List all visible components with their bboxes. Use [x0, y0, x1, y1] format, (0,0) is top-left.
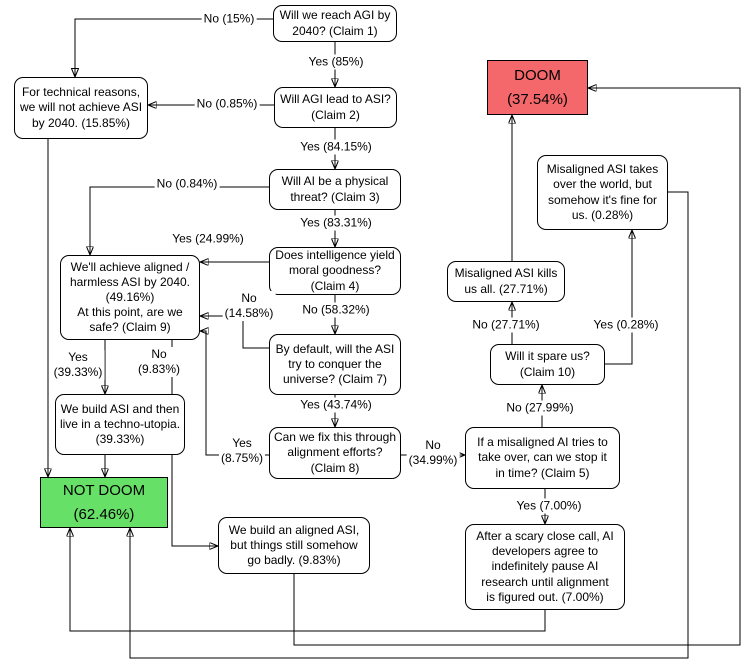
- node-terminal-doom: DOOM (37.54%): [487, 60, 588, 115]
- node-claim-8-alignment-efforts: Can we fix this through alignment effort…: [269, 427, 401, 479]
- node-outcome-techno-utopia: We build ASI and then live in a techno-u…: [55, 394, 185, 455]
- node-outcome-kills-us-all: Misaligned ASI kills us all. (27.71%): [447, 261, 565, 302]
- edge-label-claim9-no: No (9.83%): [135, 347, 183, 377]
- edge-label-claim8-yes: Yes (8.75%): [218, 436, 266, 466]
- node-claim-10-spare-us: Will it spare us? (Claim 10): [490, 344, 605, 385]
- node-outcome-pause-research: After a scary close call, AI developers …: [465, 524, 625, 610]
- edge-label-claim9-yes: Yes (39.33%): [51, 350, 105, 380]
- node-outcome-takes-over-fine: Misaligned ASI takes over the world, but…: [537, 155, 668, 230]
- edge-label-claim7-yes: Yes (43.74%): [298, 397, 374, 413]
- edge-label-claim3-no: No (0.84%): [154, 176, 220, 192]
- edge-label-claim2-yes: Yes (84.15%): [298, 139, 374, 155]
- edge-pause-to-not-doom: [70, 528, 546, 632]
- node-claim-2-agi-to-asi: Will AGI lead to ASI? (Claim 2): [274, 87, 397, 128]
- edge-claim1-no-to-tech-reasons: [75, 18, 273, 77]
- node-claim-4-moral-goodness: Does intelligence yield moral goodness? …: [269, 247, 401, 295]
- node-outcome-technical-reasons: For technical reasons, we will not achie…: [14, 77, 148, 139]
- node-outcome-goes-badly: We build an aligned ASI, but things stil…: [218, 517, 370, 574]
- edge-label-claim10-yes: Yes (0.28%): [591, 317, 661, 333]
- node-claim-9-aligned-asi-safe: We'll achieve aligned / harmless ASI by …: [60, 255, 200, 340]
- edge-label-claim1-no: No (15%): [201, 11, 257, 27]
- edge-label-claim7-no: No (14.58%): [222, 291, 276, 321]
- node-claim-5-stop-in-time: If a misaligned AI tries to take over, c…: [465, 427, 620, 489]
- edge-label-claim4-no: No (58.32%): [300, 302, 372, 318]
- node-terminal-not-doom: NOT DOOM (62.46%): [40, 477, 168, 528]
- edge-label-claim1-yes: Yes (85%): [306, 54, 366, 70]
- edge-label-claim8-no: No (34.99%): [406, 438, 460, 468]
- edge-claim10-yes-to-takes-over: [605, 230, 632, 365]
- edge-label-claim10-no: No (27.71%): [470, 317, 542, 333]
- edge-takes-over-to-not-doom: [130, 191, 689, 659]
- node-claim-1-reach-agi: Will we reach AGI by 2040? (Claim 1): [273, 5, 397, 42]
- edge-label-claim5-yes: Yes (7.00%): [514, 498, 584, 514]
- edge-label-claim4-yes: Yes (24.99%): [170, 231, 246, 247]
- node-claim-7-conquer-universe: By default, will the ASI try to conquer …: [269, 334, 401, 395]
- edge-label-claim2-no: No (0.85%): [194, 96, 260, 112]
- node-claim-3-physical-threat: Will AI be a physical threat? (Claim 3): [269, 169, 401, 210]
- edge-claim7-no-to-claim9: [200, 316, 269, 349]
- edge-goes-badly-to-doom: [293, 88, 741, 646]
- edge-label-claim5-no: No (27.99%): [504, 400, 576, 416]
- edge-label-claim3-yes: Yes (83.31%): [298, 215, 374, 231]
